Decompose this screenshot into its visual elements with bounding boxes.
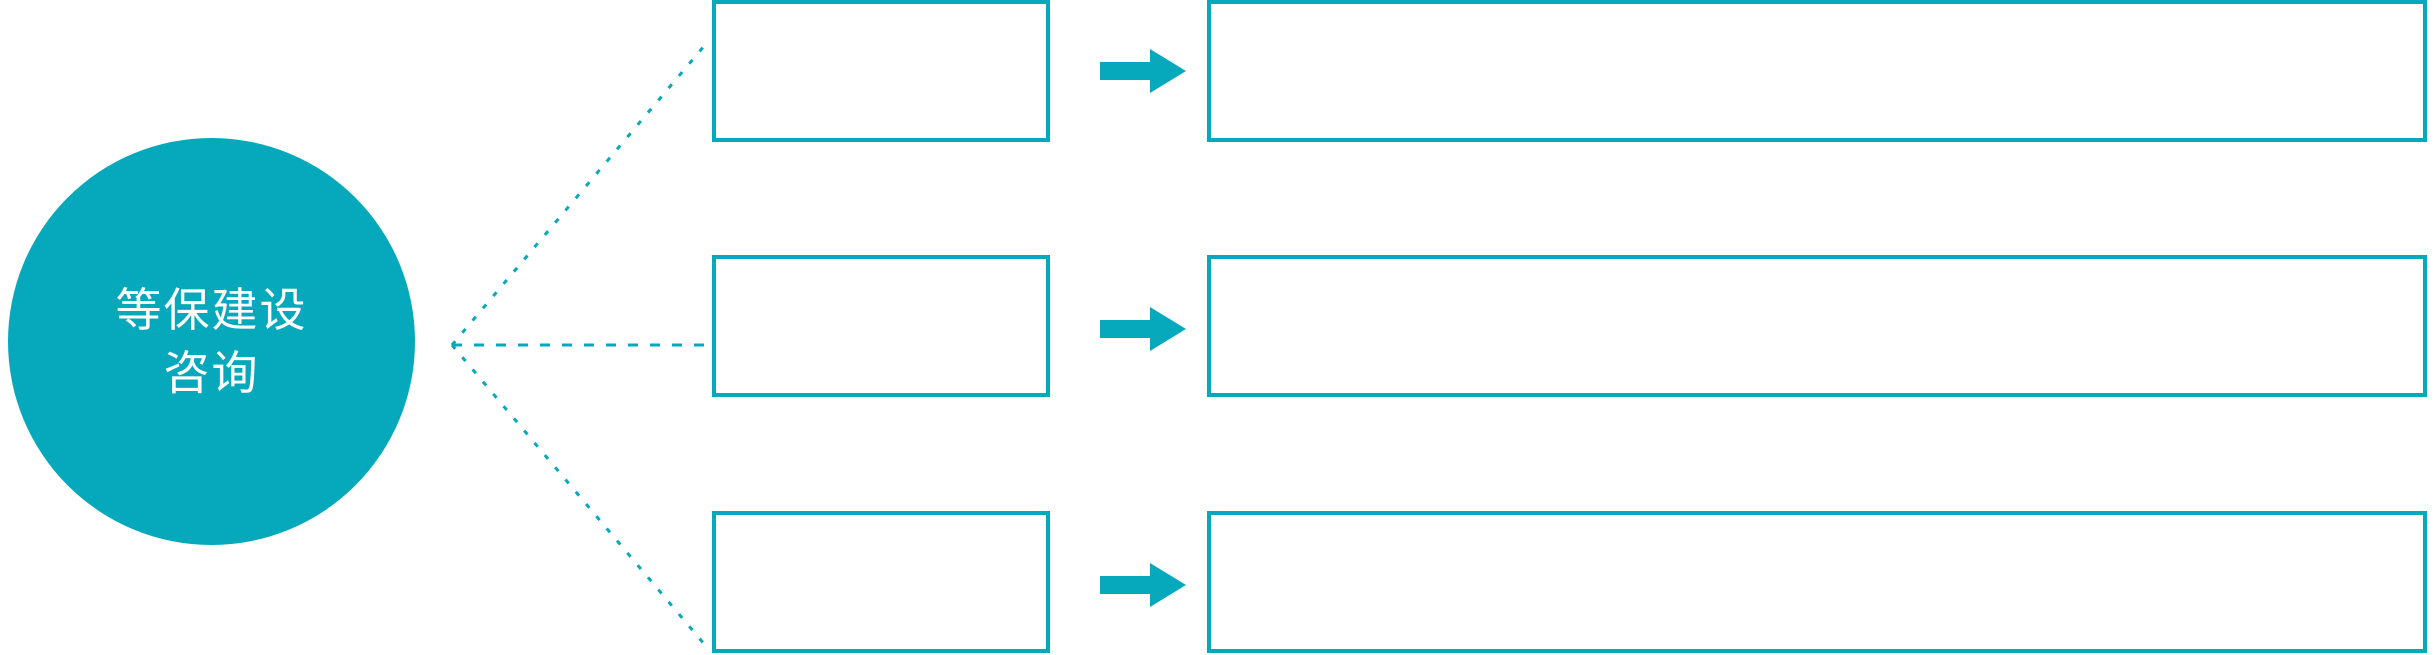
- connector-line-row-1: [450, 44, 707, 346]
- hub-label-line-2: 咨询: [163, 346, 260, 399]
- hub-node[interactable]: 等保建设 咨询: [8, 138, 415, 545]
- arrow-right-icon-row-3: [1100, 563, 1186, 607]
- detail-box-row-3[interactable]: [1207, 511, 2427, 653]
- connector-line-row-3: [450, 344, 707, 646]
- stage-box-row-3[interactable]: [712, 511, 1050, 653]
- arrow-right-icon-row-1: [1100, 49, 1186, 93]
- arrow-right-icon-row-2: [1100, 307, 1186, 351]
- stage-box-row-1[interactable]: [712, 0, 1050, 142]
- hub-label-line-1: 等保建设: [115, 284, 308, 337]
- stage-box-row-2[interactable]: [712, 255, 1050, 397]
- detail-box-row-2[interactable]: [1207, 255, 2427, 397]
- detail-box-row-1[interactable]: [1207, 0, 2427, 142]
